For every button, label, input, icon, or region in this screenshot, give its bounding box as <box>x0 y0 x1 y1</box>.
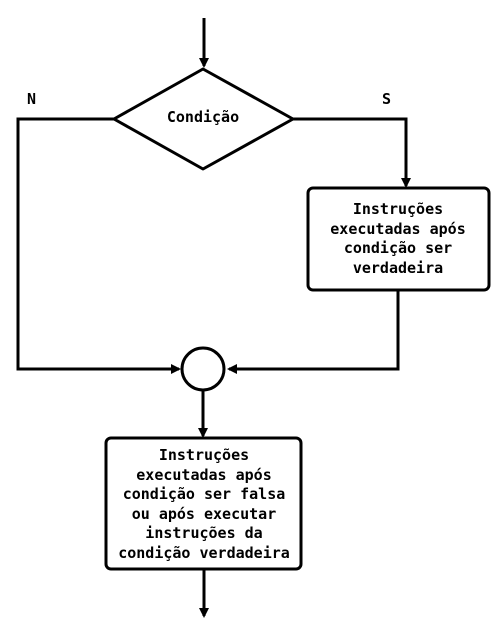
true-branch-label: S <box>382 90 392 108</box>
final-instructions-label: Instruções executadas após condição ser … <box>118 446 290 562</box>
false-branch-label: N <box>27 90 37 108</box>
false-branch-connector <box>16 117 181 374</box>
decision-diamond <box>112 67 295 171</box>
true-instructions-label: Instruções executadas após condição ser … <box>330 200 466 277</box>
decision-label: Condição <box>166 108 240 126</box>
merge-node <box>180 346 226 392</box>
true-return-connector <box>227 290 400 374</box>
true-branch-connector <box>293 117 411 188</box>
